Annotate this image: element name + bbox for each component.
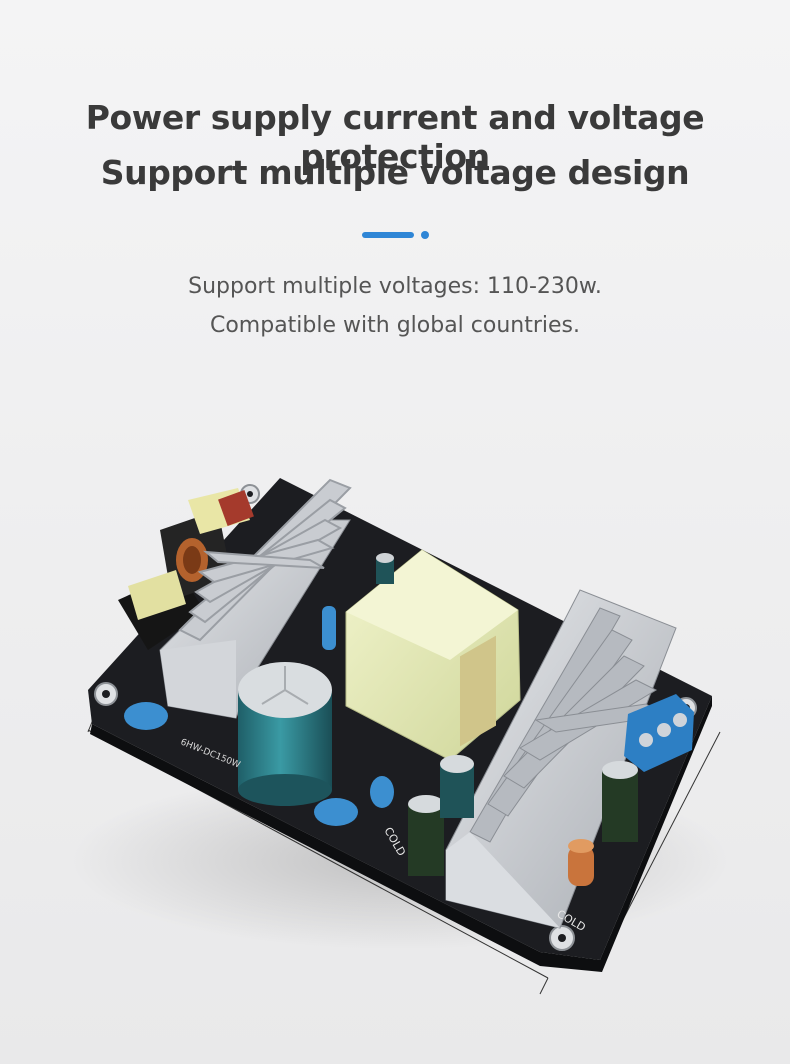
divider-bar	[362, 232, 414, 238]
headline-line-2: Support multiple voltage design	[100, 153, 690, 192]
description-line-2: Compatible with global countries.	[209, 313, 580, 338]
right-heatsink	[445, 589, 677, 929]
power-supply-board-photo: COLD COLD 6HW-DC150W	[70, 478, 730, 995]
main-capacitor	[238, 662, 332, 806]
description-line-1: Support multiple voltages: 110-230w.	[188, 274, 602, 299]
headline-line-1: Power supply current and voltage protect…	[85, 98, 705, 176]
output-terminal	[624, 694, 694, 772]
output-inductor	[568, 839, 594, 886]
fuse-component	[218, 490, 254, 526]
ceramic-capacitors	[124, 606, 394, 826]
accent-divider	[362, 231, 432, 239]
small-capacitors	[376, 553, 638, 876]
left-heatsink	[159, 478, 352, 719]
divider-dot	[421, 231, 429, 239]
